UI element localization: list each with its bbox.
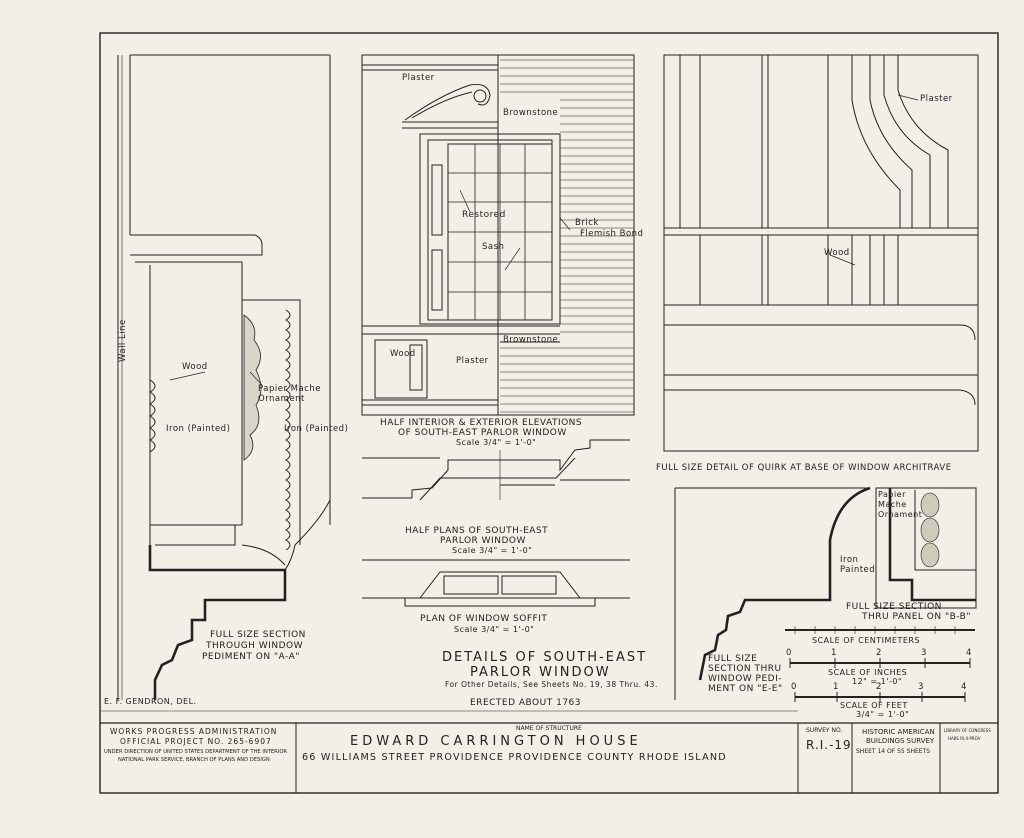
habs-line-2: BUILDINGS SURVEY — [866, 737, 935, 745]
caption-section-aa-2: THROUGH WINDOW — [206, 641, 303, 651]
half-plans-drawing — [362, 439, 630, 501]
inch-tick: 3 — [921, 648, 927, 658]
caption-section-aa-1: FULL SIZE SECTION — [210, 630, 306, 640]
delineator: E. F. GENDRON, DEL. — [104, 697, 197, 706]
label-brick: Brick — [575, 218, 599, 228]
label-wood-quirk: Wood — [824, 248, 850, 258]
caption-soffit-scale: Scale 3/4" = 1'-0" — [454, 625, 535, 634]
feet-tick: 4 — [961, 682, 967, 692]
caption-elevation-2: OF SOUTH-EAST PARLOR WINDOW — [398, 428, 567, 438]
inch-tick: 1 — [831, 648, 837, 658]
erected-date: ERECTED ABOUT 1763 — [470, 698, 581, 708]
survey-label: SURVEY NO. — [806, 727, 843, 734]
scale-bars — [785, 626, 975, 702]
sheet-border — [99, 32, 999, 794]
scale-feet-title: SCALE OF FEET — [840, 701, 908, 710]
wpa-line-2: OFFICIAL PROJECT NO. 265-6907 — [120, 737, 272, 746]
label-flemish-bond: Flemish Bond — [580, 229, 644, 239]
caption-section-bb-1: FULL SIZE SECTION — [846, 602, 942, 612]
caption-section-ee-4: MENT ON "E-E" — [708, 684, 783, 694]
structure-name: EDWARD CARRINGTON HOUSE — [350, 734, 642, 749]
caption-section-ee-1: FULL SIZE — [708, 654, 758, 664]
section-aa-drawing — [117, 54, 331, 700]
caption-section-bb-2: THRU PANEL ON "B-B" — [862, 612, 972, 622]
library-line-1: LIBRARY OF CONGRESS — [944, 728, 991, 733]
feet-tick: 3 — [918, 682, 924, 692]
caption-section-ee-3: WINDOW PEDI- — [708, 674, 783, 684]
section-bb-drawing — [875, 487, 977, 609]
label-wall-line: Wall Line — [118, 319, 128, 362]
scale-centimeters-label: SCALE OF CENTIMETERS — [812, 636, 921, 645]
details-note: For Other Details, See Sheets No. 19, 38… — [445, 680, 658, 689]
wpa-line-3: UNDER DIRECTION OF UNITED STATES DEPARTM… — [104, 749, 288, 755]
details-title-line-1: DETAILS OF SOUTH-EAST — [442, 650, 648, 665]
label-brownstone-top: Brownstone — [503, 108, 559, 118]
label-plaster-bottom: Plaster — [456, 356, 489, 366]
caption-section-ee-2: SECTION THRU — [708, 664, 782, 674]
inch-tick: 2 — [876, 648, 882, 658]
elevation-drawing — [361, 54, 635, 416]
label-plaster-quirk: Plaster — [920, 94, 953, 104]
quirk-detail-drawing — [663, 54, 979, 452]
details-title-line-2: PARLOR WINDOW — [470, 665, 611, 680]
inch-scale-ticks: 0 1 2 3 4 — [786, 648, 976, 658]
caption-half-plans-scale: Scale 3/4" = 1'-0" — [452, 546, 533, 555]
sheet-number: SHEET 14 OF 55 SHEETS — [856, 748, 931, 755]
feet-tick: 2 — [876, 682, 882, 692]
label-papier-mache: Papier Mache Ornament — [258, 384, 321, 404]
label-restored: Restored — [462, 210, 506, 220]
caption-section-aa-3: PEDIMENT ON "A-A" — [202, 652, 300, 662]
label-iron-painted-left: Iron (Painted) — [166, 424, 231, 434]
soffit-plan-drawing — [362, 559, 630, 607]
label-sash: Sash — [482, 242, 505, 252]
inch-tick: 4 — [966, 648, 972, 658]
survey-number: R.I.-19 — [806, 738, 852, 752]
caption-half-plans-1: HALF PLANS OF SOUTH-EAST — [405, 526, 549, 536]
feet-tick: 1 — [833, 682, 839, 692]
structure-address: 66 WILLIAMS STREET PROVIDENCE PROVIDENCE… — [302, 752, 727, 763]
scale-feet-ratio: 3/4" = 1'-0" — [856, 710, 910, 719]
section-ee-drawing — [674, 486, 871, 700]
feet-scale-ticks: 0 1 2 3 4 — [791, 682, 971, 692]
inch-tick: 0 — [786, 648, 792, 658]
caption-soffit: PLAN OF WINDOW SOFFIT — [420, 614, 548, 624]
label-papier-mache-bb: Papier Mache Ornament — [878, 490, 923, 519]
label-plaster-top: Plaster — [402, 73, 435, 83]
feet-tick: 0 — [791, 682, 797, 692]
library-line-2: HABS RI,4-PROV — [948, 736, 981, 741]
label-brownstone-bottom: Brownstone — [503, 335, 559, 345]
label-wood: Wood — [182, 362, 208, 372]
habs-line-1: HISTORIC AMERICAN — [862, 728, 935, 736]
scale-inches-ratio: 12" = 1'-0" — [852, 677, 903, 686]
caption-half-plans-2: PARLOR WINDOW — [440, 536, 526, 546]
label-iron-painted-ee: Iron Painted — [840, 555, 876, 575]
wpa-line-1: WORKS PROGRESS ADMINISTRATION — [110, 727, 278, 736]
label-iron-painted-right: Iron (Painted) — [284, 424, 349, 434]
caption-elevation-scale: Scale 3/4" = 1'-0" — [456, 438, 537, 447]
scale-inches-title: SCALE OF INCHES — [828, 668, 908, 677]
label-wood-elev: Wood — [390, 349, 416, 359]
structure-name-label: NAME OF STRUCTURE — [516, 725, 582, 732]
caption-elevation-1: HALF INTERIOR & EXTERIOR ELEVATIONS — [380, 418, 583, 428]
caption-quirk: FULL SIZE DETAIL OF QUIRK AT BASE OF WIN… — [656, 463, 952, 473]
wpa-line-4: NATIONAL PARK SERVICE, BRANCH OF PLANS A… — [118, 757, 270, 763]
